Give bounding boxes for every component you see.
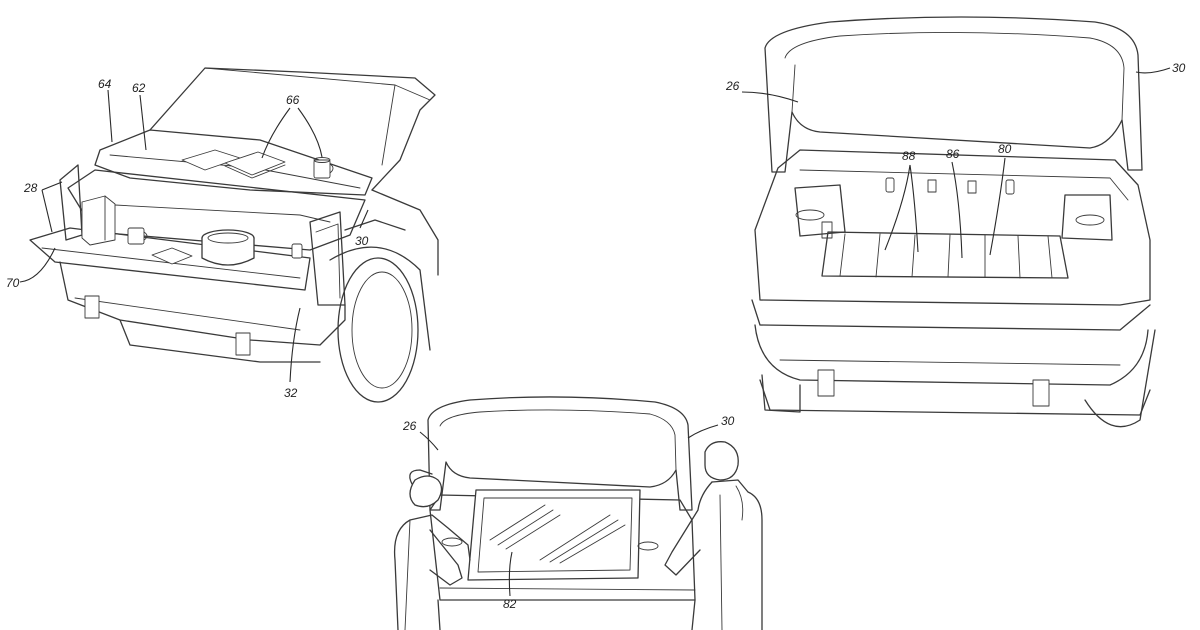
body-side <box>371 189 439 276</box>
tow-hook-left <box>817 369 835 397</box>
tow-hook-right <box>235 332 251 356</box>
tablet-item <box>181 149 241 171</box>
tow-hook-right <box>1032 379 1050 407</box>
figure-front-trunk-open: 64 62 66 28 30 70 32 <box>6 67 439 403</box>
person-left <box>393 469 471 630</box>
label-64: 64 <box>98 77 112 91</box>
left-cup-holder <box>441 537 463 547</box>
book-item <box>224 151 286 176</box>
label-62: 62 <box>132 81 146 95</box>
tow-hook-left <box>84 295 100 319</box>
label-30: 30 <box>1172 61 1186 75</box>
left-side-bin <box>794 184 846 239</box>
box-item <box>81 195 116 246</box>
cup-item <box>127 227 148 245</box>
label-86: 86 <box>946 147 960 161</box>
front-bumper <box>59 261 346 346</box>
wall-slot-1 <box>885 177 895 193</box>
label-26: 26 <box>725 79 740 93</box>
bowl-item <box>201 229 255 266</box>
mug-item <box>313 157 334 179</box>
right-cup-holder <box>637 541 659 551</box>
storage-drawer <box>821 231 1069 279</box>
label-26: 26 <box>402 419 417 433</box>
front-wheel <box>329 246 431 403</box>
trunk-tray <box>29 227 311 291</box>
right-side-bin <box>1061 194 1113 241</box>
label-28: 28 <box>23 181 38 195</box>
windshield-outline <box>149 67 436 191</box>
sill-panel <box>751 299 1151 331</box>
hood-outline <box>94 129 373 196</box>
figure-front-trunk-storage: 26 30 88 86 80 <box>725 16 1186 428</box>
label-30: 30 <box>355 234 369 248</box>
wall-slot-4 <box>1005 179 1015 195</box>
label-70: 70 <box>6 276 20 290</box>
wall-slot-3 <box>967 180 977 194</box>
label-82: 82 <box>503 597 517 611</box>
small-cup-item <box>291 243 303 259</box>
wall-slot-2 <box>927 179 937 193</box>
figure-front-trunk-cargo: 26 30 82 <box>393 396 763 630</box>
label-32: 32 <box>284 386 298 400</box>
label-88: 88 <box>902 149 916 163</box>
trunk-lid <box>427 396 693 511</box>
label-66: 66 <box>286 93 300 107</box>
glass-panel-cargo <box>467 489 641 581</box>
label-80: 80 <box>998 142 1012 156</box>
left-wheel <box>761 374 801 413</box>
trunk-lid <box>764 16 1143 173</box>
person-right <box>664 441 763 630</box>
trunk-tub <box>754 149 1151 306</box>
right-wheel <box>1084 329 1156 428</box>
napkin-item <box>151 247 193 265</box>
label-30: 30 <box>721 414 735 428</box>
